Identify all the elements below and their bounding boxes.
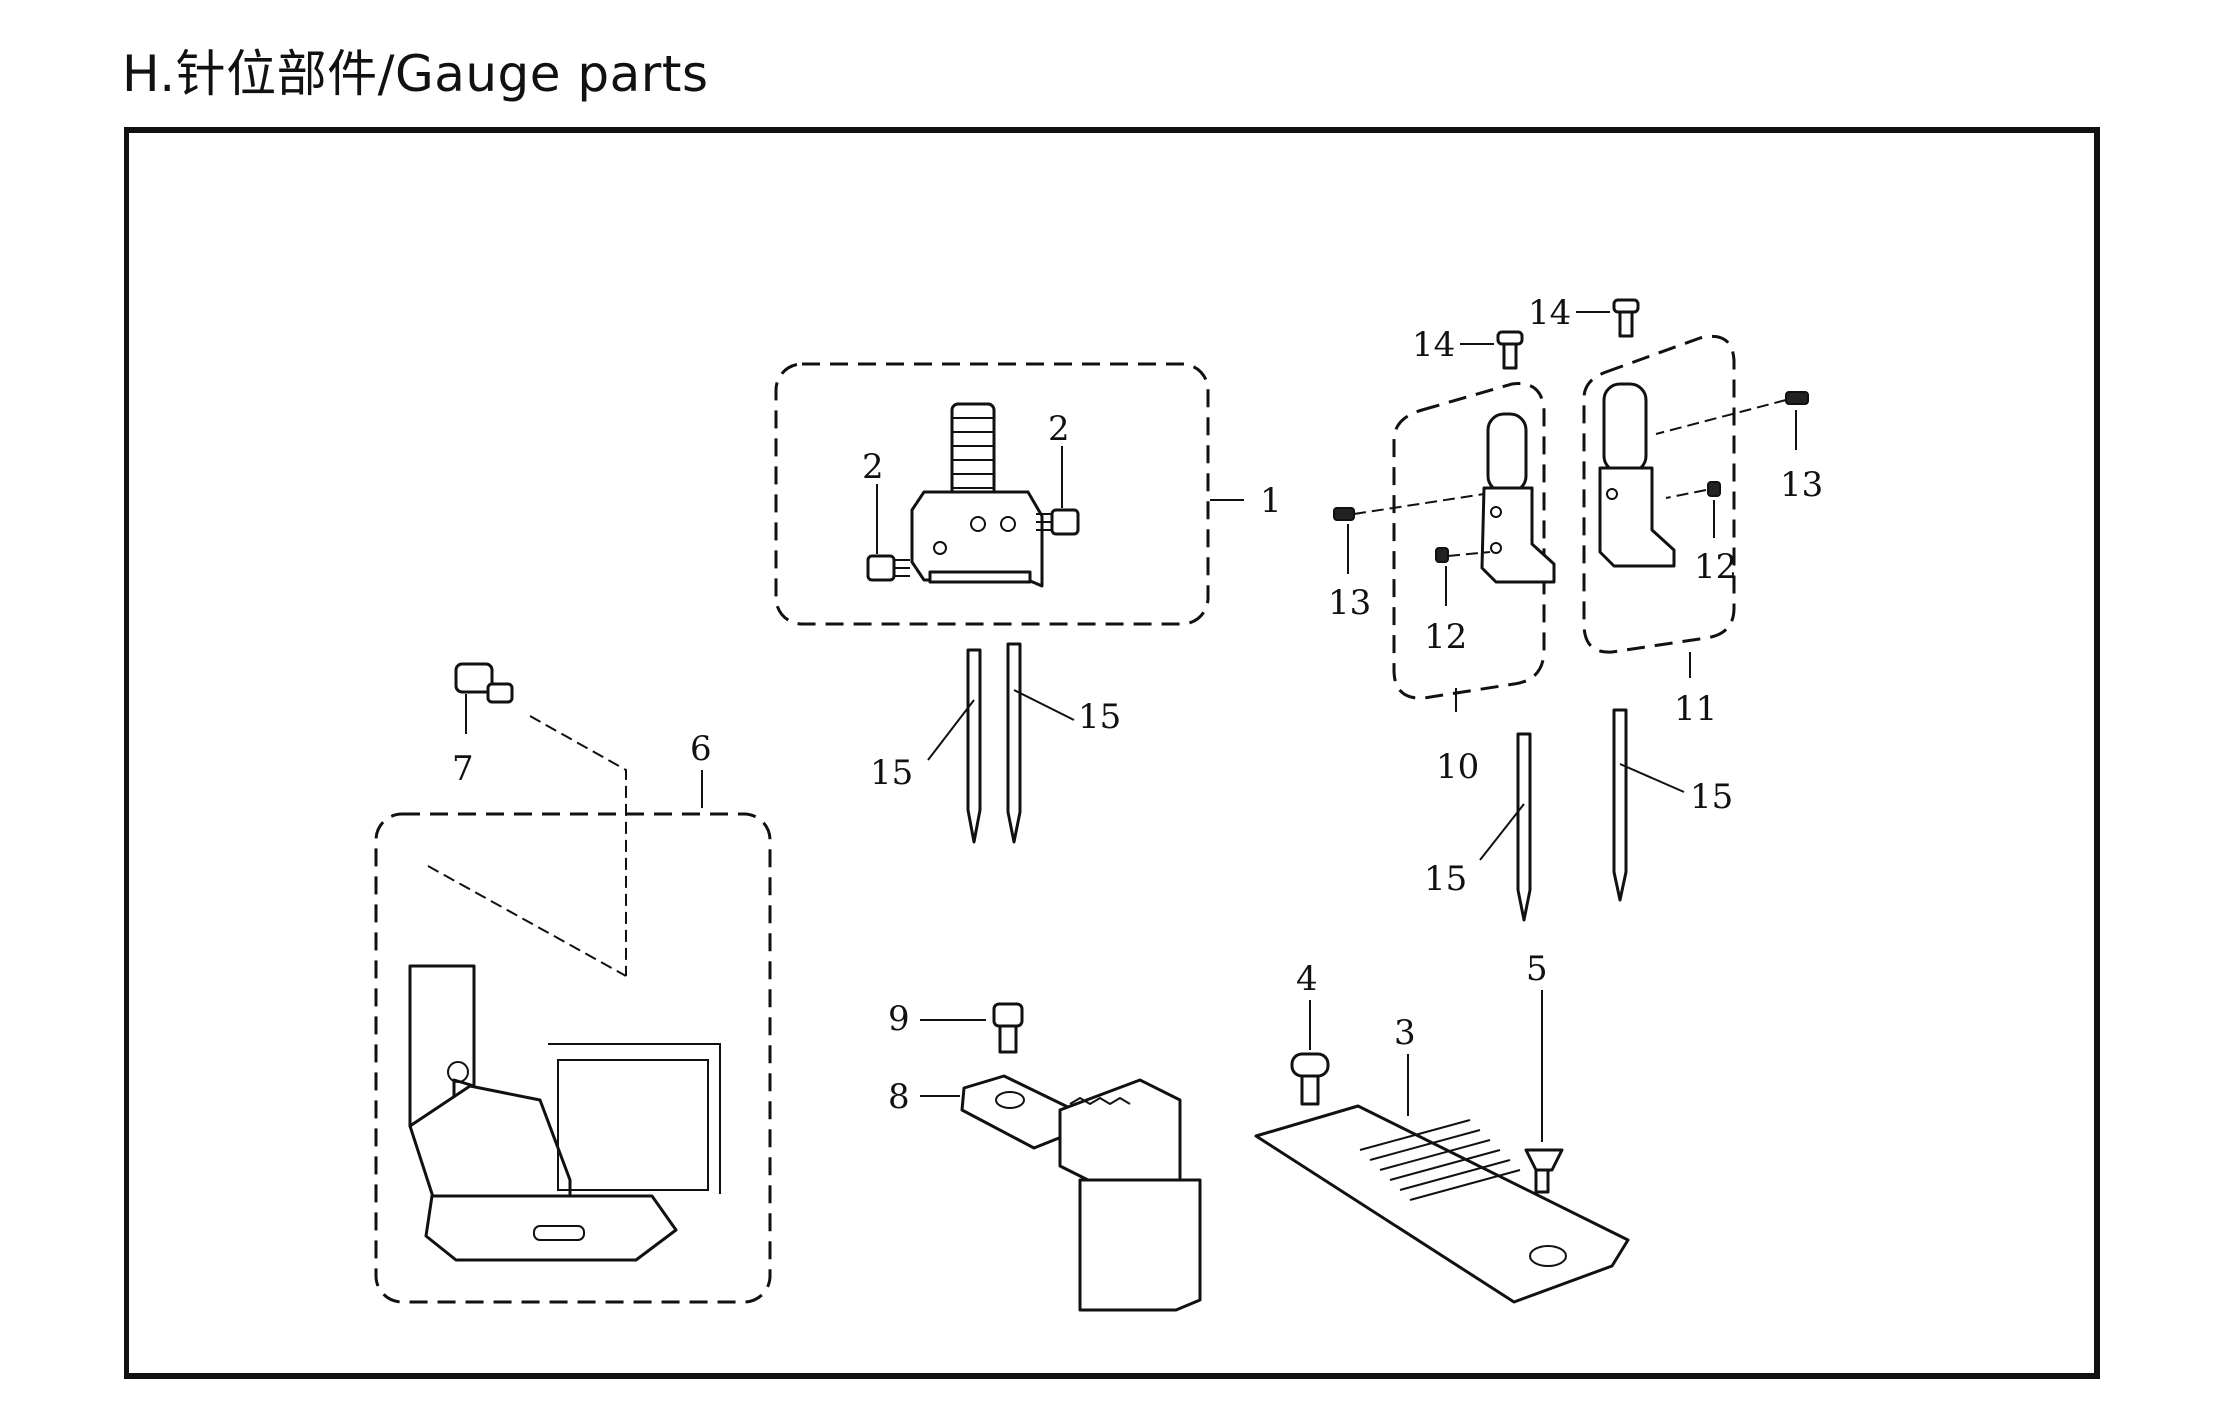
- screws-14: 14 14: [1412, 293, 1640, 370]
- group-11-outline: [1582, 334, 1736, 654]
- set-screw-12-a: [1435, 547, 1449, 563]
- callout-5: 5: [1526, 949, 1548, 989]
- needle-plate-slots: [1359, 1119, 1521, 1201]
- screw-9: [992, 1002, 1024, 1054]
- presser-foot-guard: [548, 1043, 721, 1194]
- screw-2-right: [1036, 508, 1080, 536]
- clamp-11-body: [1598, 466, 1676, 568]
- feed-dog-blade: [1078, 1178, 1202, 1312]
- callout-1: 1: [1260, 481, 1282, 521]
- callout-12-a: 12: [1424, 617, 1467, 657]
- callout-15-d: 15: [1690, 777, 1733, 817]
- screw-7: [454, 662, 514, 704]
- screw-14-b: [1612, 298, 1640, 314]
- needle-clamp-group: 2 2 1: [774, 362, 1282, 626]
- callout-3: 3: [1394, 1013, 1416, 1053]
- set-screw-13-a: [1333, 507, 1355, 521]
- needle-right: [1006, 642, 1022, 844]
- callout-2-right: 2: [1048, 409, 1070, 449]
- feed-dog-group: 9 8: [888, 999, 1202, 1312]
- clamp-11-shaft: [1602, 382, 1648, 474]
- callout-15-a: 15: [870, 753, 913, 793]
- callout-8: 8: [888, 1077, 910, 1117]
- needle-clamp-10-group: 12 13 10: [1328, 382, 1556, 787]
- callout-10: 10: [1436, 747, 1479, 787]
- needle-plate: [1254, 1104, 1630, 1304]
- callout-12-b: 12: [1694, 547, 1737, 587]
- callout-15-c: 15: [1424, 859, 1467, 899]
- needles-10-11: 15 15: [1424, 708, 1733, 922]
- screw-14-a: [1496, 330, 1524, 346]
- callout-13-a: 13: [1328, 583, 1371, 623]
- callout-11: 11: [1674, 689, 1717, 729]
- presser-foot-group: 6 7: [374, 662, 772, 1304]
- needle-10: [1516, 732, 1532, 922]
- group-10-outline: [1392, 382, 1546, 700]
- set-screw-13-b: [1785, 391, 1809, 405]
- callout-7: 7: [452, 749, 474, 789]
- needle-plate-group: 4 5 3: [1254, 949, 1630, 1304]
- group-1-outline: [774, 362, 1210, 626]
- group-6-outline: [374, 812, 772, 1304]
- callout-6: 6: [690, 729, 712, 769]
- callout-15-b: 15: [1078, 697, 1121, 737]
- diagram-frame: [124, 127, 2100, 1379]
- callout-13-b: 13: [1780, 465, 1823, 505]
- callout-4: 4: [1296, 959, 1318, 999]
- needle-clamp-11-group: 12 13 11: [1582, 334, 1823, 729]
- page-title: H.针位部件/Gauge parts: [122, 45, 709, 103]
- presser-foot-sole: [424, 1194, 678, 1262]
- callout-9: 9: [888, 999, 910, 1039]
- clamp-10-shaft: [1486, 412, 1528, 494]
- screw-4: [1290, 1052, 1330, 1106]
- screw-2-left: [866, 554, 910, 582]
- needle-left: [966, 648, 982, 844]
- needle-11: [1612, 708, 1628, 902]
- needles-pair: 15 15: [870, 642, 1121, 844]
- callout-2-left: 2: [862, 447, 884, 487]
- callout-14-b: 14: [1528, 293, 1571, 333]
- callout-14-a: 14: [1412, 325, 1455, 365]
- set-screw-12-b: [1707, 481, 1721, 497]
- feed-dog-arm: [960, 1074, 1076, 1150]
- screw-5: [1524, 1148, 1564, 1194]
